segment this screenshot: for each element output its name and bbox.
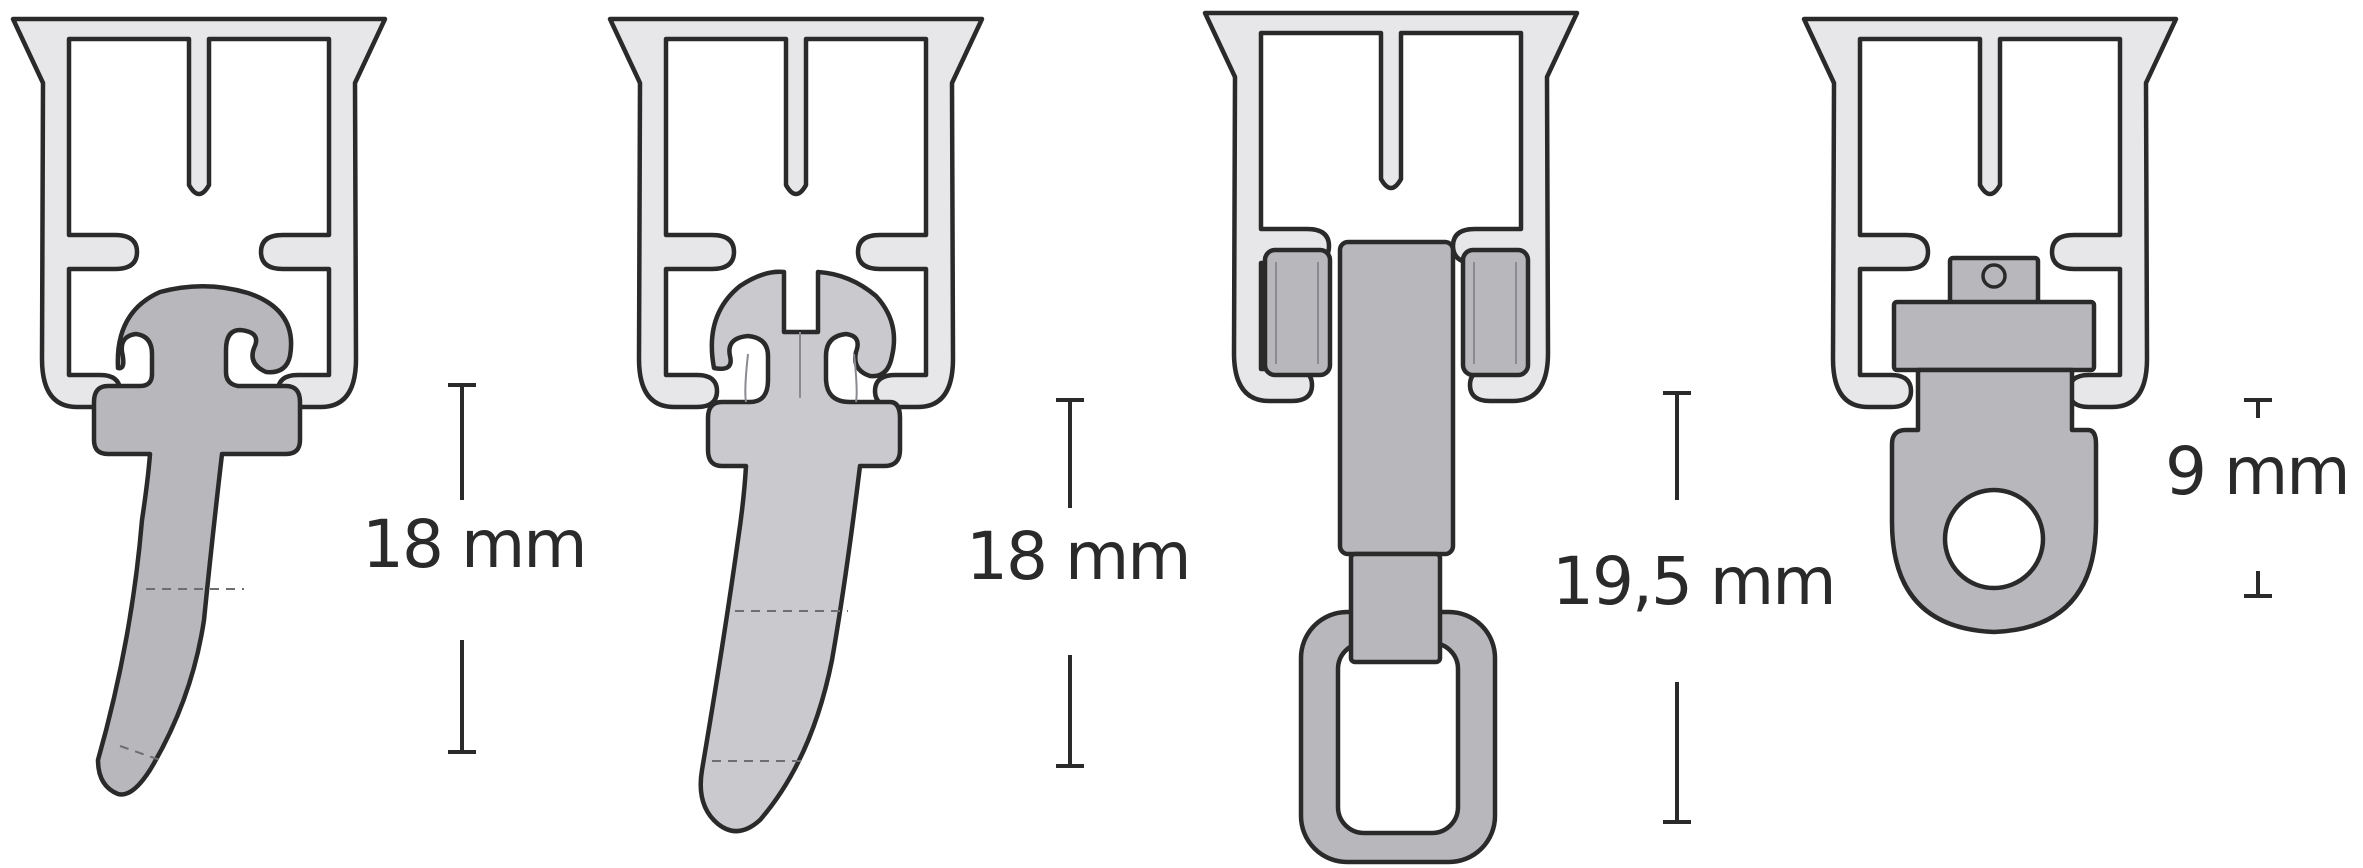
dimension-label-4: 9 mm (2165, 433, 2349, 510)
hook-glider-1 (91, 284, 303, 797)
dimension-label-2: 18 mm (966, 518, 1190, 595)
eyelet-crossbar (1891, 299, 2097, 373)
split-hook-glider-2 (698, 269, 903, 834)
glider-2: 18 mm (610, 19, 1192, 834)
guide-dash-1b (119, 745, 161, 761)
glider-1: 18 mm (13, 19, 588, 797)
swivel-body (1337, 239, 1456, 557)
guide-line-2c (853, 353, 858, 403)
roller-right (1460, 247, 1531, 378)
roller-left-detail (1275, 262, 1319, 364)
swivel-ring-opening (1335, 640, 1461, 836)
eyelet-pin (1981, 263, 2007, 289)
roller-left (1262, 247, 1333, 378)
guide-line-2a (744, 353, 749, 403)
swivel-neck (1348, 551, 1443, 665)
roller-right-detail (1473, 262, 1517, 364)
dimension-label-3: 19,5 mm (1552, 543, 1835, 620)
dimension-label-1: 18 mm (362, 506, 586, 583)
glider-3: 19,5 mm (1205, 13, 1837, 865)
glider-4: 9 mm (1804, 19, 2351, 635)
eyelet-hole (1942, 487, 2046, 591)
